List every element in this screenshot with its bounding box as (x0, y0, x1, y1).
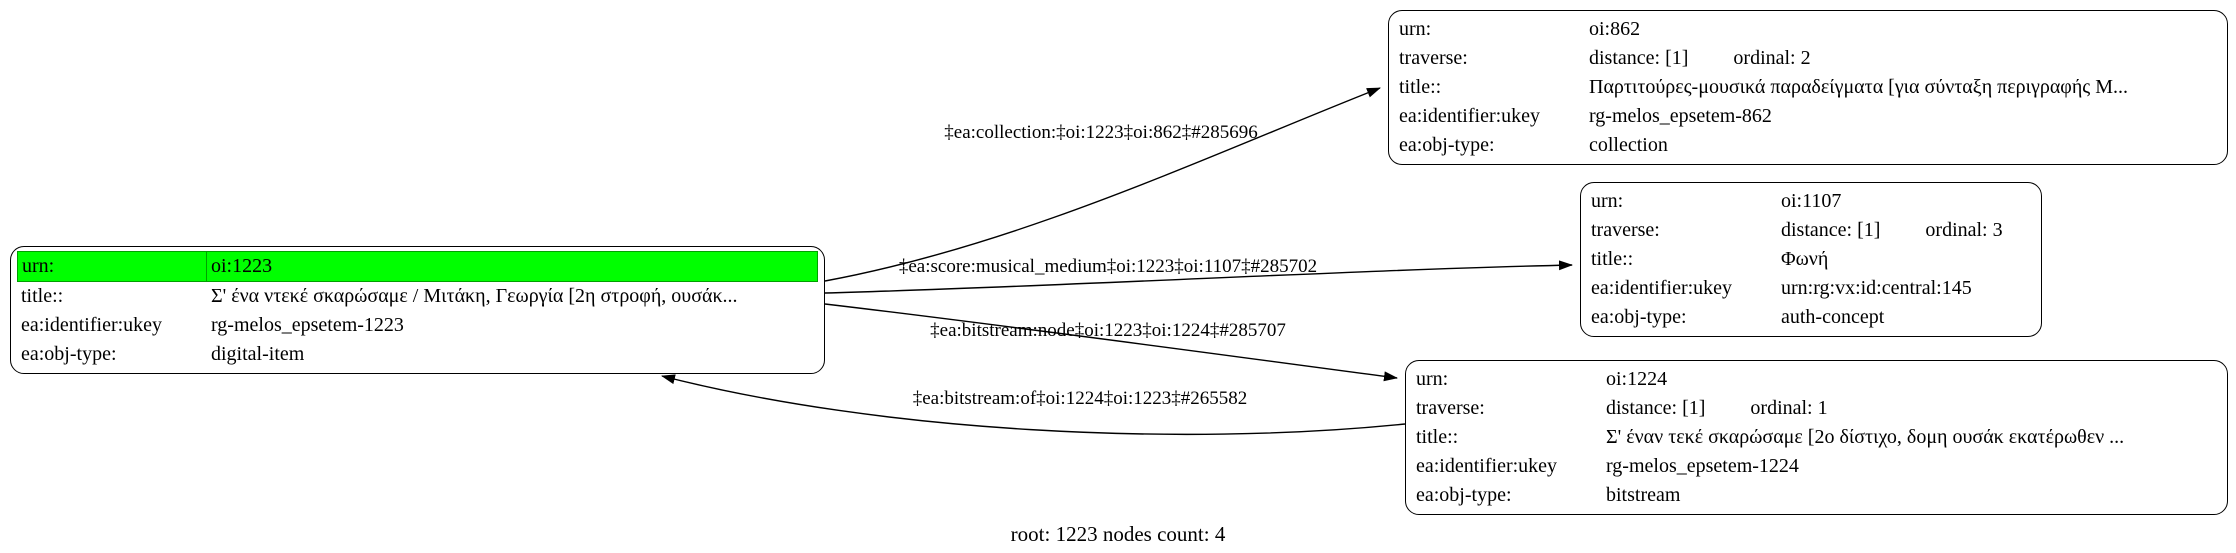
row-value: distance: [1] ordinal: 3 (1777, 216, 2035, 245)
row-value: oi:1107 (1781, 190, 1842, 212)
row-key: ea:identifier:ukey (21, 314, 163, 336)
node-row-title: title:: Σ' ένα ντεκέ σκαρώσαμε / Μιτάκη,… (17, 282, 818, 311)
node-row-obj-type: ea:obj-type: digital-item (17, 340, 818, 369)
row-value: Σ' έναν τεκέ σκαρώσαμε [2ο δίστιχο, δομη… (1606, 426, 2125, 448)
row-key: ea:identifier:ukey (1416, 455, 1558, 477)
node-row-obj-type: ea:obj-type: collection (1395, 131, 2221, 160)
row-value: distance: [1] ordinal: 1 (1602, 394, 2221, 423)
edge-label-score-musical-medium: ‡ea:score:musical_medium‡oi:1223‡oi:1107… (899, 256, 1317, 277)
row-value: distance: [1] ordinal: 2 (1585, 44, 2221, 73)
row-value: collection (1589, 134, 1668, 156)
graph-node-oi-1224: urn: oi:1224 traverse: distance: [1] ordi… (1405, 360, 2228, 515)
row-value: Παρτιτούρες-μουσικά παραδείγματα [για σύ… (1589, 76, 2129, 98)
row-value: oi:1224 (1606, 368, 1668, 390)
node-row-urn: urn: oi:1224 (1412, 365, 2221, 394)
node-row-urn: urn: oi:1223 (17, 251, 818, 282)
edge-label-collection: ‡ea:collection:‡oi:1223‡oi:862‡#285696 (944, 122, 1257, 143)
edge-collection (824, 87, 1381, 282)
row-key: traverse: (1416, 397, 1485, 419)
edge-bitstream-node (824, 303, 1398, 382)
traverse-distance: distance: [1] (1606, 397, 1706, 419)
row-key: title:: (1591, 248, 1634, 270)
node-row-obj-type: ea:obj-type: auth-concept (1587, 303, 2035, 332)
edge-label-bitstream-of: ‡ea:bitstream:of‡oi:1224‡oi:1223‡#265582 (913, 388, 1248, 409)
row-key: ea:obj-type: (1416, 484, 1512, 506)
row-value: rg-melos_epsetem-1223 (211, 314, 404, 336)
row-key: ea:obj-type: (1399, 134, 1495, 156)
row-value: urn:rg:vx:id:central:145 (1781, 277, 1972, 299)
graph-node-oi-1223: urn: oi:1223 title:: Σ' ένα ντεκέ σκαρώσ… (10, 246, 825, 374)
row-key: traverse: (1591, 219, 1660, 241)
row-value: Σ' ένα ντεκέ σκαρώσαμε / Μιτάκη, Γεωργία… (211, 285, 738, 307)
row-key: ea:identifier:ukey (1399, 105, 1541, 127)
node-row-urn: urn: oi:1107 (1587, 187, 2035, 216)
node-row-urn: urn: oi:862 (1395, 15, 2221, 44)
graph-caption: root: 1223 nodes count: 4 (1010, 522, 1226, 546)
row-value: rg-melos_epsetem-1224 (1606, 455, 1799, 477)
node-row-identifier: ea:identifier:ukey rg-melos_epsetem-1223 (17, 311, 818, 340)
row-key: urn: (17, 251, 207, 282)
node-row-identifier: ea:identifier:ukey rg-melos_epsetem-1224 (1412, 452, 2221, 481)
row-value: Φωνή (1781, 248, 1829, 270)
edge-label-bitstream-node: ‡ea:bitstream:node‡oi:1223‡oi:1224‡#2857… (930, 320, 1286, 341)
graph-node-oi-862: urn: oi:862 traverse: distance: [1] ordin… (1388, 10, 2228, 165)
node-row-identifier: ea:identifier:ukey urn:rg:vx:id:central:… (1587, 274, 2035, 303)
node-row-title: title:: Παρτιτούρες-μουσικά παραδείγματα… (1395, 73, 2221, 102)
row-value: auth-concept (1781, 306, 1885, 328)
row-key: urn: (1399, 18, 1432, 40)
traverse-ordinal: ordinal: 2 (1733, 47, 1811, 69)
row-key: title:: (1399, 76, 1442, 98)
traverse-distance: distance: [1] (1589, 47, 1689, 69)
node-row-obj-type: ea:obj-type: bitstream (1412, 481, 2221, 510)
row-key: traverse: (1399, 47, 1468, 69)
node-row-traverse: traverse: distance: [1] ordinal: 2 (1395, 44, 2221, 73)
row-value: rg-melos_epsetem-862 (1589, 105, 1772, 127)
row-key: title:: (21, 285, 64, 307)
row-value: digital-item (211, 343, 305, 365)
graph-node-oi-1107: urn: oi:1107 traverse: distance: [1] ordi… (1580, 182, 2042, 337)
row-value: oi:862 (1589, 18, 1641, 40)
edge-score-musical-medium (824, 260, 1573, 294)
row-key: ea:obj-type: (21, 343, 117, 365)
row-key: urn: (1591, 190, 1624, 212)
node-row-title: title:: Φωνή (1587, 245, 2035, 274)
traverse-ordinal: ordinal: 1 (1750, 397, 1828, 419)
node-row-traverse: traverse: distance: [1] ordinal: 3 (1587, 216, 2035, 245)
row-key: title:: (1416, 426, 1459, 448)
row-key: ea:identifier:ukey (1591, 277, 1733, 299)
node-row-title: title:: Σ' έναν τεκέ σκαρώσαμε [2ο δίστι… (1412, 423, 2221, 452)
row-value: oi:1223 (207, 251, 818, 282)
node-row-traverse: traverse: distance: [1] ordinal: 1 (1412, 394, 2221, 423)
row-value: bitstream (1606, 484, 1681, 506)
traverse-ordinal: ordinal: 3 (1925, 219, 2003, 241)
node-row-identifier: ea:identifier:ukey rg-melos_epsetem-862 (1395, 102, 2221, 131)
row-key: ea:obj-type: (1591, 306, 1687, 328)
row-key: urn: (1416, 368, 1449, 390)
edge-bitstream-of (661, 374, 1406, 436)
traverse-distance: distance: [1] (1781, 219, 1881, 241)
